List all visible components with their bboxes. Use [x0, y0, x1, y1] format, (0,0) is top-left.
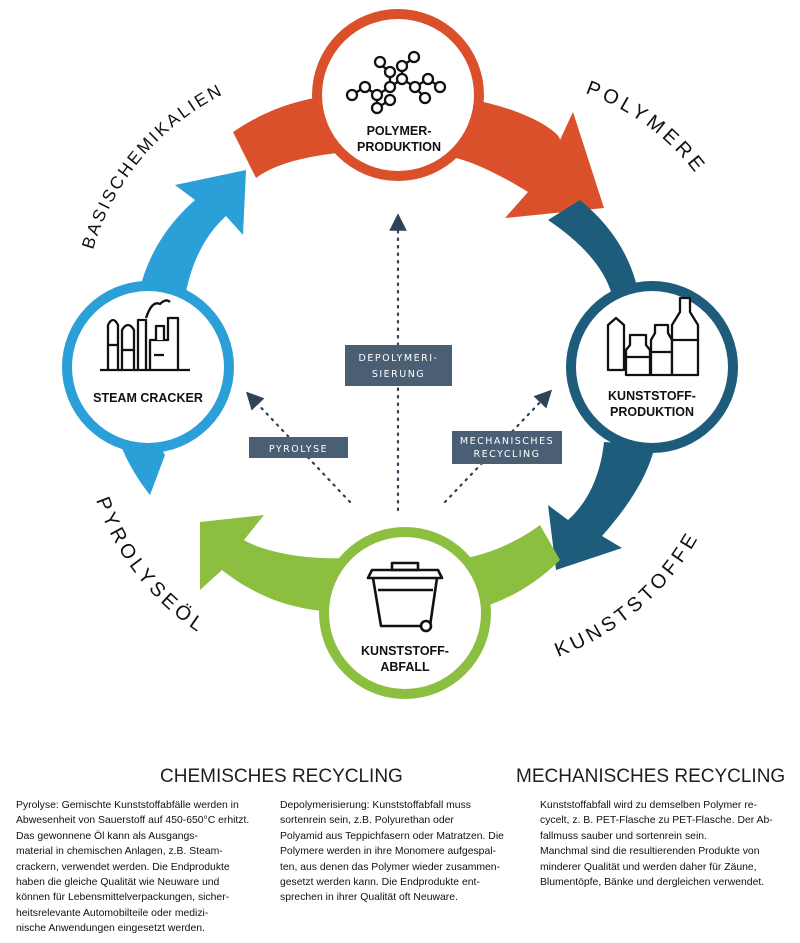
node-label-kunststoff-line1: KUNSTSTOFF-	[608, 389, 696, 403]
process-box-pyrolyse: PYROLYSE	[249, 437, 348, 458]
process-label-depolymerisierung-line2: SIERUNG	[372, 369, 425, 380]
node-label-polymer-line2: PRODUKTION	[357, 140, 441, 154]
text-pyrolyse: Pyrolyse: Gemischte Kunststoffabfälle we…	[16, 800, 250, 935]
dotted-arrow-mechanisches-recycling	[443, 389, 553, 504]
process-label-mechanisches-line2: RECYCLING	[473, 449, 540, 460]
process-box-depolymerisierung: DEPOLYMERI- SIERUNG	[345, 345, 452, 386]
process-box-mechanisches-recycling: MECHANISCHES RECYCLING	[452, 431, 562, 464]
node-label-abfall-line1: KUNSTSTOFF-	[361, 644, 449, 658]
text-depolymerisierung: Depolymerisierung: Kunststoffabfall muss…	[280, 800, 504, 904]
node-label-steam-cracker: STEAM CRACKER	[93, 391, 203, 405]
flow-label-polymere: POLYMERE	[583, 77, 711, 179]
node-steam-cracker: STEAM CRACKER	[62, 281, 234, 453]
arrow-blue-head	[140, 170, 246, 292]
node-kunststoff-produktion: KUNSTSTOFF- PRODUKTION	[566, 281, 738, 453]
node-label-abfall-line2: ABFALL	[380, 660, 430, 674]
section-title-mechanisches-recycling: MECHANISCHES RECYCLING	[516, 766, 786, 787]
process-label-mechanisches-line1: MECHANISCHES	[460, 436, 554, 447]
arrow-teal-head	[548, 442, 655, 570]
text-mechanisches-recycling: Kunststoffabfall wird zu demselben Polym…	[540, 800, 773, 889]
arrow-teal-kunststoffproduktion-to-abfall	[548, 200, 640, 300]
node-kunststoff-abfall: KUNSTSTOFF- ABFALL	[319, 527, 491, 699]
section-title-chemisches-recycling: CHEMISCHES RECYCLING	[160, 766, 403, 787]
node-label-kunststoff-line2: PRODUKTION	[610, 405, 694, 419]
dotted-arrow-pyrolyse	[245, 391, 352, 504]
node-polymer-produktion: POLYMER- PRODUKTION	[312, 9, 484, 181]
trash-bin-icon	[366, 561, 444, 633]
flow-label-pyrolyseoel: PYROLYSEÖL	[91, 494, 210, 638]
node-label-polymer-line1: POLYMER-	[367, 124, 432, 138]
plastic-products-icon	[606, 296, 700, 377]
arrow-green-abfall-to-steamcracker	[200, 515, 345, 612]
process-label-depolymerisierung-line1: DEPOLYMERI-	[359, 353, 439, 364]
process-label-pyrolyse: PYROLYSE	[269, 444, 328, 455]
molecule-icon	[345, 50, 447, 115]
factory-icon	[100, 299, 190, 372]
recycling-cycle-diagram: DEPOLYMERI- SIERUNG PYROLYSE MECHANISCHE…	[62, 9, 738, 699]
arrow-orange-head	[440, 96, 604, 218]
